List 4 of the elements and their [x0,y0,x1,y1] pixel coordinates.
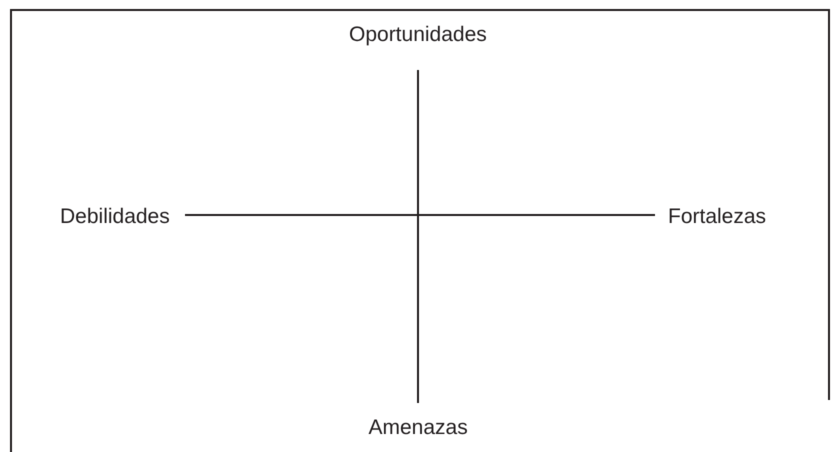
axis-label: Oportunidades [349,23,487,47]
axis-label: Amenazas [368,416,468,440]
axis-label: Fortalezas [668,205,766,229]
axis-label: Debilidades [60,205,170,229]
